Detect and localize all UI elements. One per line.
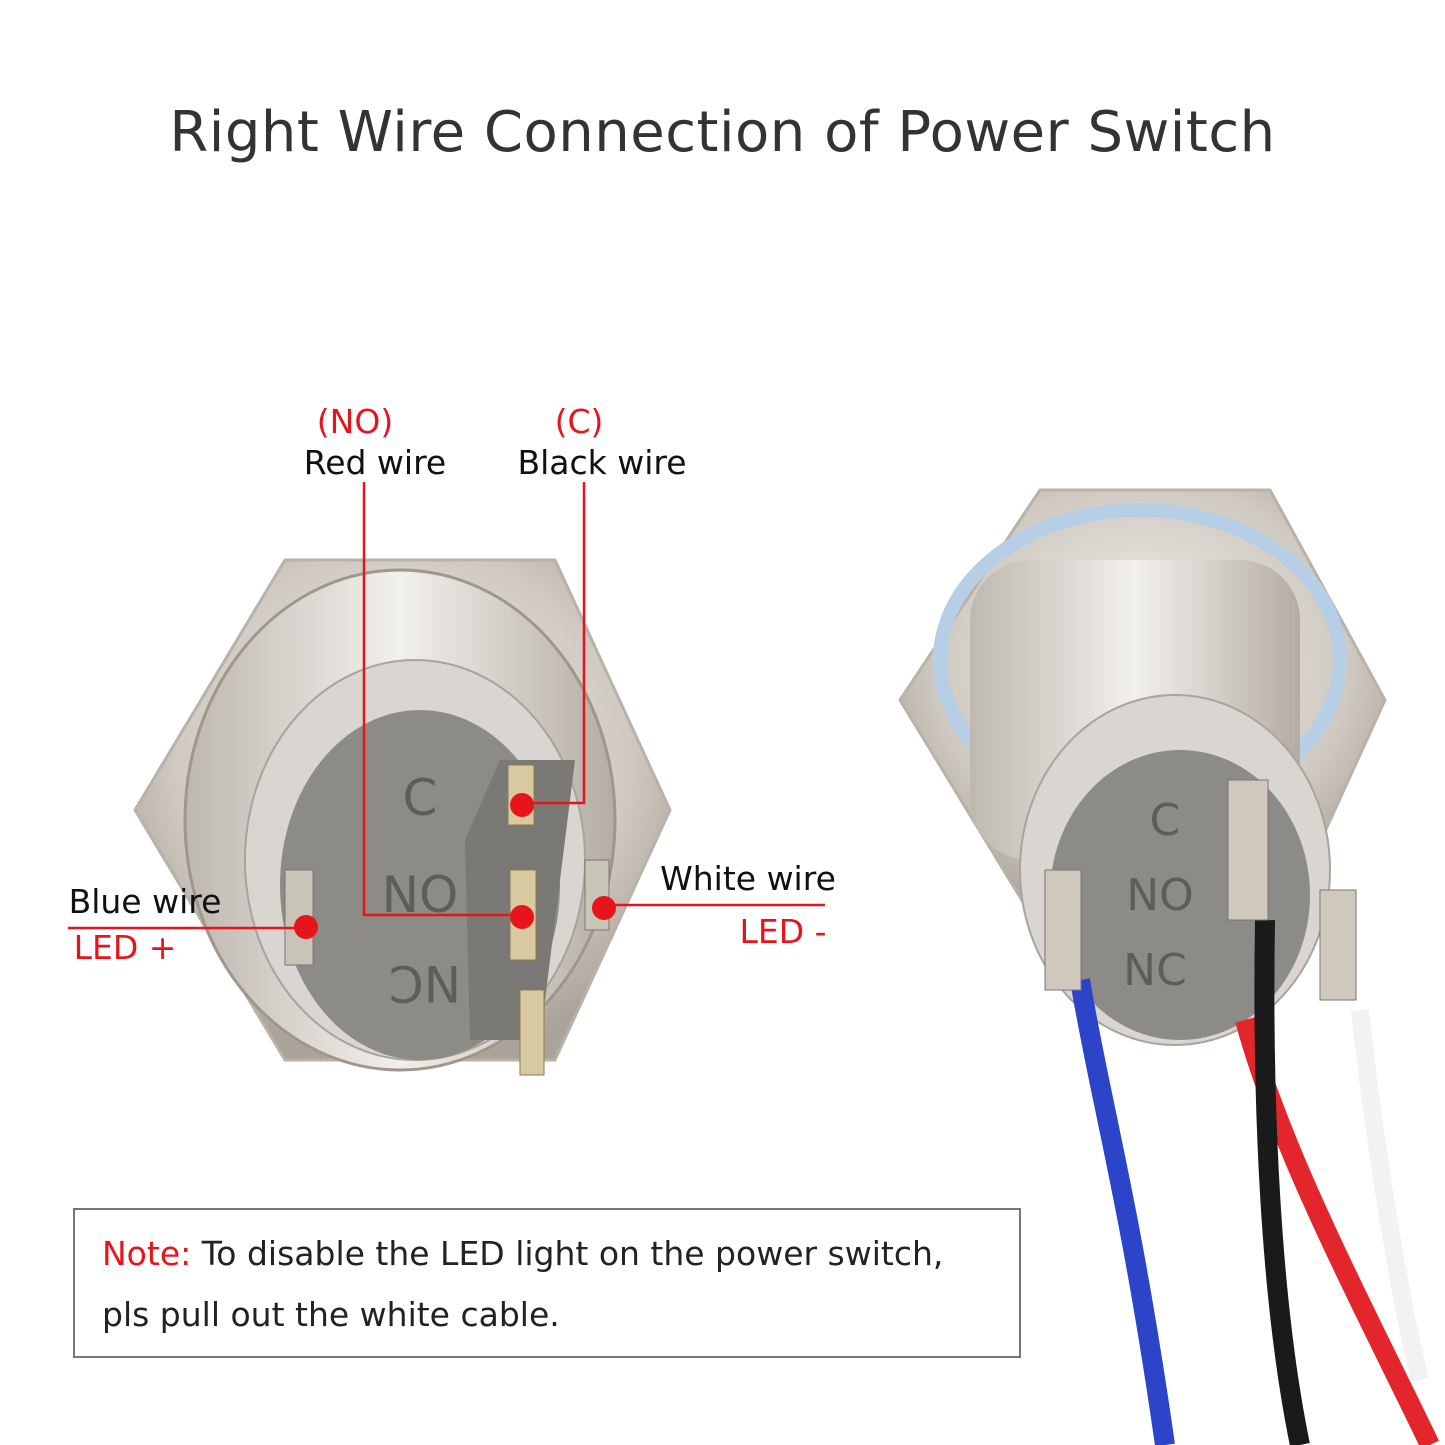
switch-mark-c: C xyxy=(403,769,438,827)
switch-mark-no-right: NO xyxy=(1126,870,1194,921)
switch-mark-nc: NC xyxy=(389,954,461,1012)
terminal-dots xyxy=(294,793,616,939)
white-wire xyxy=(1351,1009,1429,1383)
left-switch-back-view: C NO NC xyxy=(133,558,672,1076)
note-text-1: To disable the LED light on the power sw… xyxy=(191,1234,944,1273)
no-label: (NO) xyxy=(316,402,394,441)
callout-lines xyxy=(68,482,825,930)
led-plus-label: LED + xyxy=(73,928,177,967)
c-label: (C) xyxy=(554,402,604,441)
note-prefix: Note: xyxy=(102,1234,192,1273)
note-line-2: pls pull out the white cable. xyxy=(102,1295,560,1334)
switch-mark-c-right: C xyxy=(1150,795,1181,846)
white-wire-label: White wire xyxy=(660,859,836,898)
blue-wire-label: Blue wire xyxy=(68,882,222,921)
blue-wire xyxy=(1070,978,1175,1445)
switch-mark-nc-right: NC xyxy=(1123,945,1187,996)
page-title: Right Wire Connection of Power Switch xyxy=(169,100,1276,165)
red-wire-label: Red wire xyxy=(303,443,447,482)
black-wire-label: Black wire xyxy=(517,443,687,482)
note-line-1: Note: To disable the LED light on the po… xyxy=(102,1234,943,1273)
note-box: Note: To disable the LED light on the po… xyxy=(73,1208,1021,1358)
led-minus-label: LED - xyxy=(739,912,827,951)
right-switch-wired-view: C NO NC xyxy=(898,488,1440,1445)
black-wire xyxy=(1254,919,1310,1445)
